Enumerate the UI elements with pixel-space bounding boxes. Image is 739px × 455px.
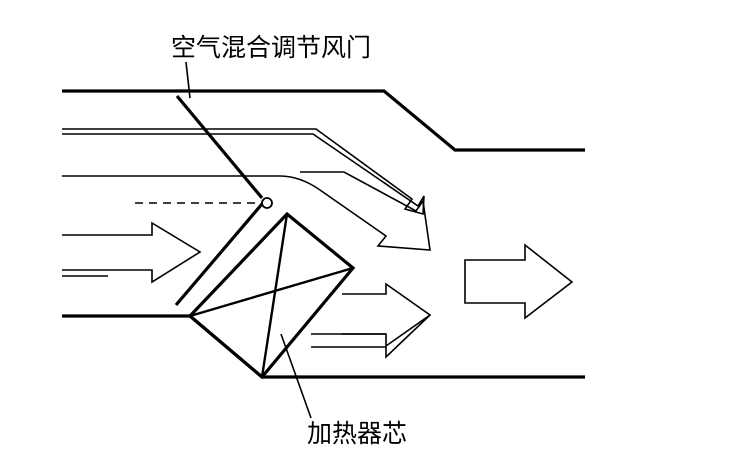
airflow-bypass-arrow-lower [62,171,431,251]
damper-pivot [261,197,273,209]
airflow-heated-arrow-lower [311,314,431,359]
damper-label-leader [185,61,191,99]
air-mix-damper-blade [175,94,264,200]
airflow-outlet-arrow [464,243,574,320]
heater-core-label: 加热器芯 [307,419,408,448]
heater-core-body [187,211,356,380]
damper-label: 空气混合调节风门 [171,33,372,62]
heater-core-cross-1 [260,213,289,378]
airflow-bypass-arrow-upper [62,128,425,216]
heater-core-cross-2 [189,266,354,318]
airflow-heated-arrow-upper [342,282,432,348]
heater-core-label-leader [280,333,312,419]
duct-upper-wall [62,89,585,152]
air-mix-damper-blade-lower [174,202,264,307]
airflow-inlet-arrow-1 [62,221,202,284]
